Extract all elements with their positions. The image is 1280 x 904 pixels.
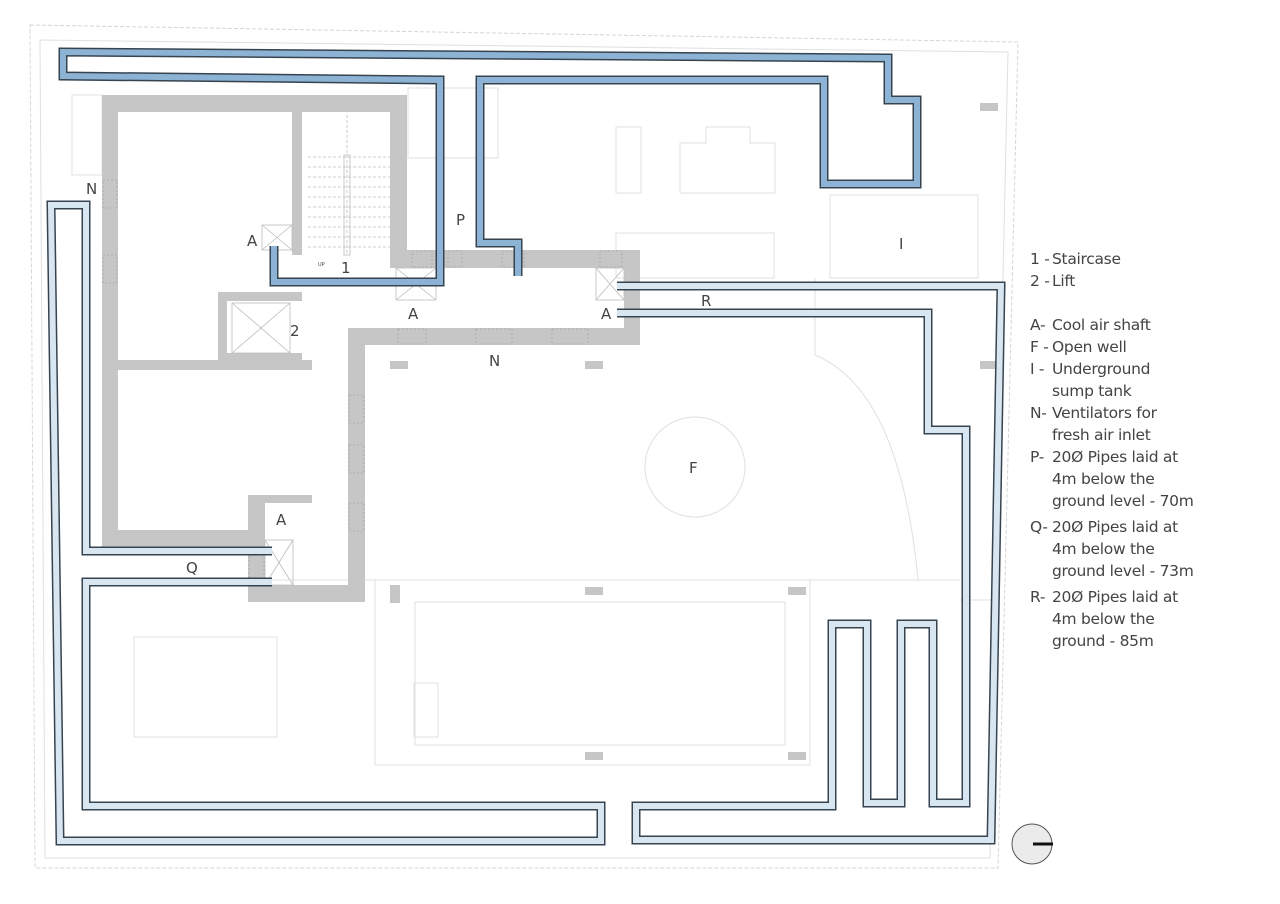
pipe-loops <box>46 47 1006 846</box>
north-arrow-icon <box>1011 823 1053 865</box>
legend: 1 -Staircase 2 -Lift A-Cool air shaft F … <box>1030 248 1194 652</box>
label-ventilator-n-2: N <box>489 352 500 370</box>
pipe-r <box>617 281 1006 845</box>
legend-item-lift: 2 -Lift <box>1030 272 1076 290</box>
legend-item-ventilators: N-Ventilators for fresh air inlet <box>1030 404 1157 444</box>
lift-car <box>231 302 291 354</box>
label-pipe-r: R <box>701 292 711 310</box>
label-shaft-a-3: A <box>601 305 612 323</box>
site-background <box>29 24 1019 869</box>
label-shaft-a-2: A <box>408 305 419 323</box>
legend-item-cool-air-shaft: A-Cool air shaft <box>1030 316 1151 334</box>
label-ventilator-n-1: N <box>86 180 97 198</box>
structural-walls <box>102 95 998 760</box>
label-pipe-p: P <box>456 211 465 229</box>
pipe-p <box>58 47 922 287</box>
legend-item-staircase: 1 -Staircase <box>1030 250 1121 268</box>
label-pipe-q: Q <box>186 559 198 577</box>
legend-item-open-well: F -Open well <box>1030 338 1127 356</box>
label-staircase: 1 <box>341 259 351 277</box>
label-lift: 2 <box>290 322 300 340</box>
pipe-q <box>46 200 606 846</box>
legend-item-pipe-p: P-20Ø Pipes laid at 4m below the ground … <box>1030 448 1194 510</box>
label-shaft-a-1: A <box>247 232 258 250</box>
staircase <box>308 115 390 255</box>
legend-item-sump-tank: I -Underground sump tank <box>1030 360 1151 400</box>
label-shaft-a-4: A <box>276 511 287 529</box>
label-open-well: F <box>689 459 698 477</box>
legend-item-pipe-r: R-20Ø Pipes laid at 4m below the ground … <box>1030 588 1178 650</box>
plan-labels: 1 UP 2 A A A A F I N N P Q R <box>86 180 903 577</box>
label-stair-up: UP <box>318 262 325 268</box>
ventilators <box>102 179 623 579</box>
legend-item-pipe-q: Q-20Ø Pipes laid at 4m below the ground … <box>1030 518 1194 580</box>
label-sump-tank: I <box>899 235 903 253</box>
